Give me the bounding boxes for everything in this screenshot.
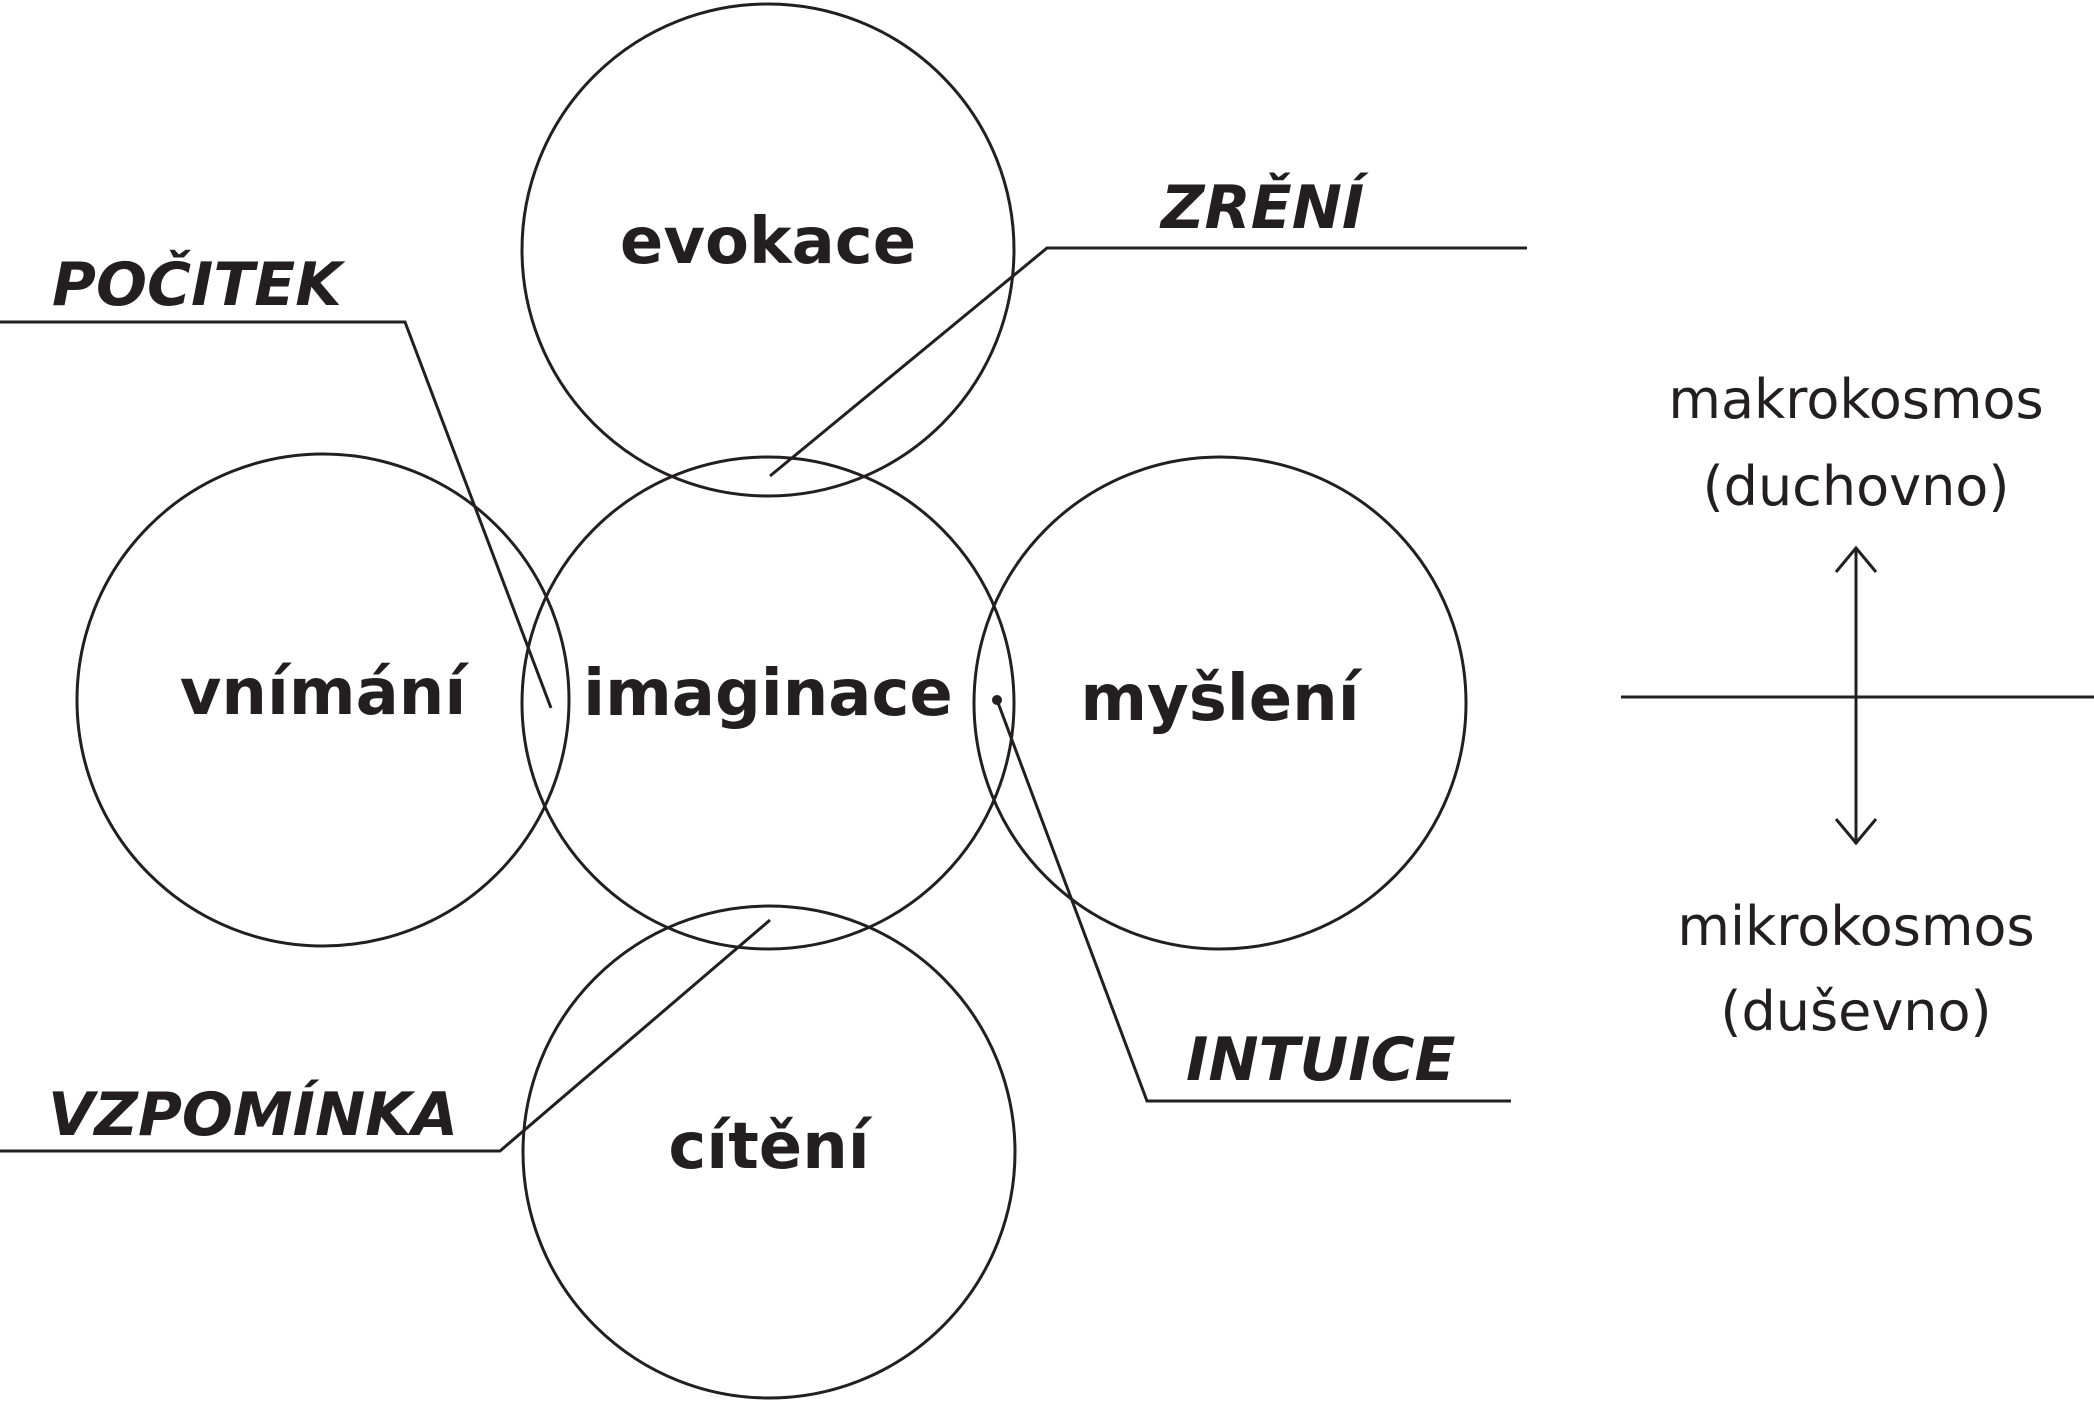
term-pocitek: POČITEK (52, 249, 346, 320)
leader-zreni (769, 246, 1527, 478)
leader-intuice (995, 699, 1511, 1103)
circle-imaginace (520, 455, 1016, 951)
term-intuice: INTUICE (1186, 1025, 1456, 1095)
axis-up-label-line1: makrokosmos (1668, 368, 2043, 431)
label-citeni: cítění (668, 1110, 872, 1184)
leader-vzpominka (0, 918, 771, 1153)
term-vzpominka: VZPOMÍNKA (48, 1078, 458, 1150)
axis-up-label-line2: (duchovno) (1703, 455, 2010, 518)
axis-down-label-line2: (duševno) (1720, 980, 1991, 1043)
circle-evokace (520, 2, 1016, 498)
leader-intuice-dot (992, 695, 1002, 705)
label-vnimani: vnímání (180, 656, 470, 730)
label-imaginace: imaginace (583, 657, 953, 731)
axis-down-label-line1: mikrokosmos (1677, 895, 2034, 958)
circle-mysleni (972, 455, 1468, 951)
term-zreni: ZRĚNÍ (1159, 171, 1369, 243)
label-mysleni: myšlení (1080, 662, 1362, 736)
arrow-up-icon (1834, 545, 1878, 573)
leader-pocitek (0, 320, 553, 709)
arrow-down-icon (1834, 818, 1878, 846)
circle-citeni (521, 904, 1017, 1400)
circle-vnimani (75, 452, 571, 948)
label-evokace: evokace (620, 205, 916, 279)
